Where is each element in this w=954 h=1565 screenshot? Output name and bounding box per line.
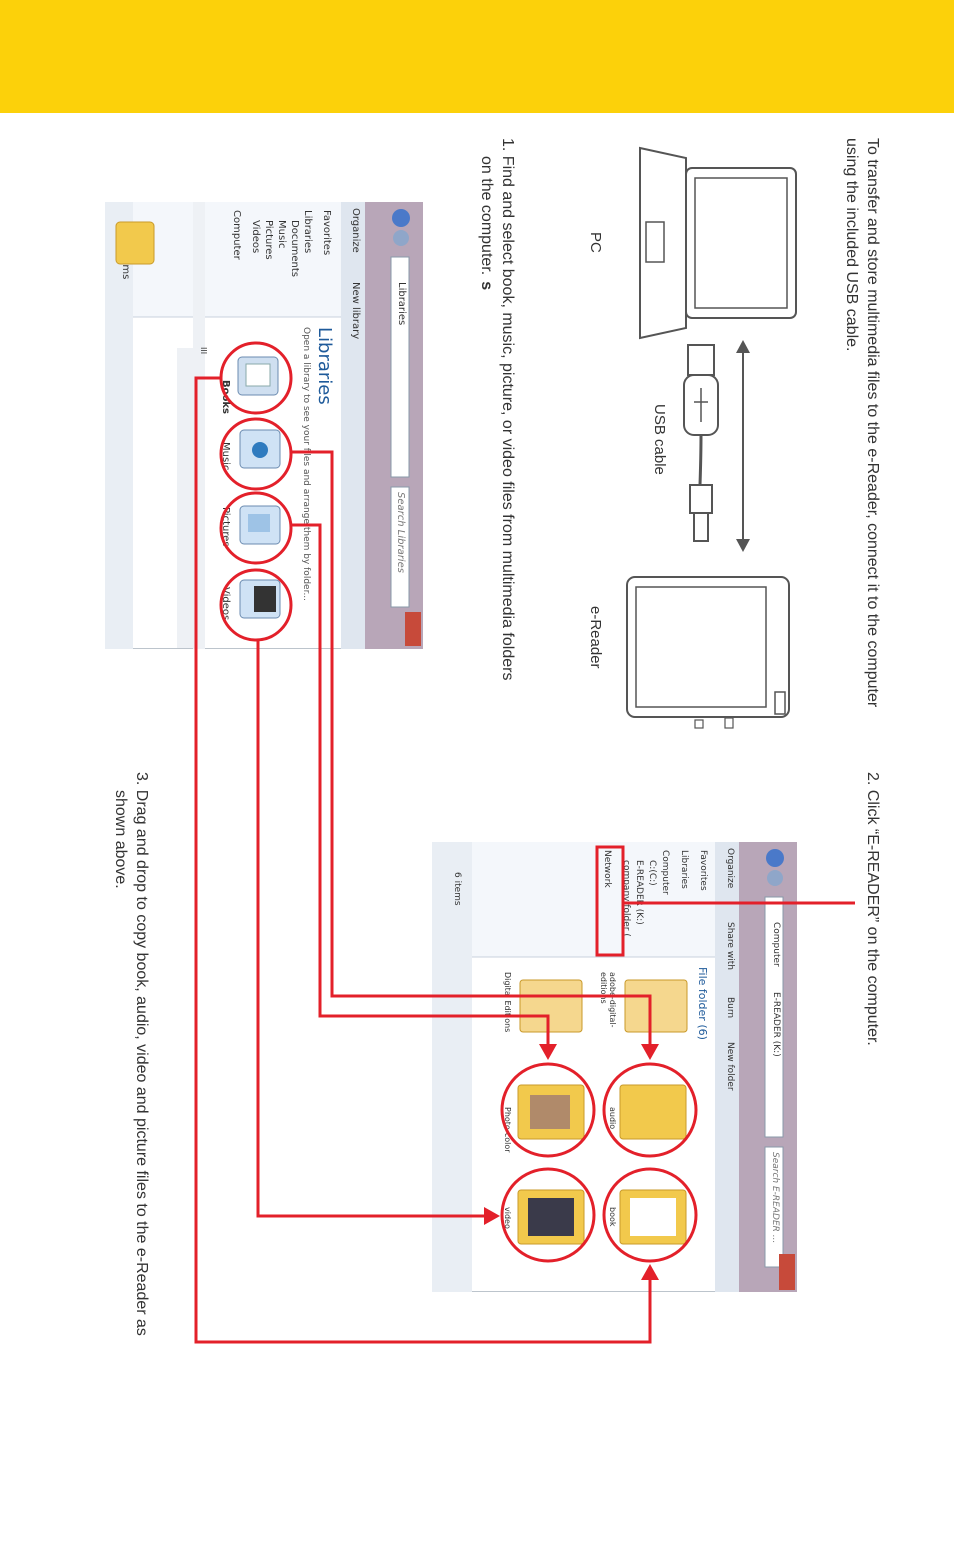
connection-diagram — [626, 146, 797, 729]
address-bar[interactable] — [764, 896, 784, 1138]
music-library-icon — [239, 429, 281, 469]
folder-icon-photo-color — [517, 1084, 585, 1140]
close-button[interactable] — [405, 612, 421, 646]
videos-library-icon — [239, 579, 281, 619]
folder-icon-adobe — [624, 979, 688, 1033]
highlight-audio-folder — [602, 1062, 698, 1158]
highlight-circles — [219, 341, 698, 1263]
connector-music-to-audio — [290, 450, 652, 1050]
ereader-device-icon — [626, 576, 790, 729]
address-bar[interactable] — [390, 256, 410, 478]
connector-arrowheads — [484, 1044, 659, 1280]
highlight-video-folder — [500, 1167, 596, 1263]
highlight-photo-folder — [500, 1062, 596, 1158]
arrowhead-video — [484, 1207, 500, 1225]
connector-books-to-book — [194, 376, 652, 1344]
header-band — [0, 0, 954, 113]
ereader-window: Computer E-READER (K:) Search E-READER .… — [432, 842, 797, 1292]
pc-laptop-icon — [639, 146, 797, 340]
highlight-ereader-nav — [595, 845, 625, 957]
close-button[interactable] — [779, 1254, 795, 1290]
pictures-library-icon — [239, 505, 281, 545]
folder-icon-audio — [619, 1084, 687, 1140]
back-button[interactable] — [766, 849, 784, 867]
back-button[interactable] — [392, 209, 410, 227]
forward-button[interactable] — [393, 230, 409, 246]
folder-icon-book — [619, 1189, 687, 1245]
connector-pictures-to-photo — [290, 523, 550, 1050]
books-library-icon — [237, 356, 279, 396]
highlight-pictures — [219, 491, 293, 565]
transfer-arrow — [736, 340, 750, 552]
highlight-music — [219, 417, 293, 491]
arrowhead-book — [641, 1264, 659, 1280]
usb-cable-icon — [683, 344, 719, 542]
libraries-window: Libraries Search Libraries Organize New … — [105, 202, 423, 649]
search-box[interactable] — [764, 1146, 784, 1268]
highlight-videos — [219, 568, 293, 642]
arrowhead-photo — [539, 1044, 557, 1060]
highlight-book-folder — [602, 1167, 698, 1263]
folder-icon-digital-editions — [519, 979, 583, 1033]
drag-connectors — [194, 376, 855, 1344]
connector-videos-to-video — [256, 640, 490, 1218]
search-box[interactable] — [390, 486, 410, 608]
forward-button[interactable] — [767, 870, 783, 886]
libraries-folder-icon — [115, 221, 155, 265]
folder-icon-video — [517, 1189, 585, 1245]
arrowhead-audio — [641, 1044, 659, 1060]
